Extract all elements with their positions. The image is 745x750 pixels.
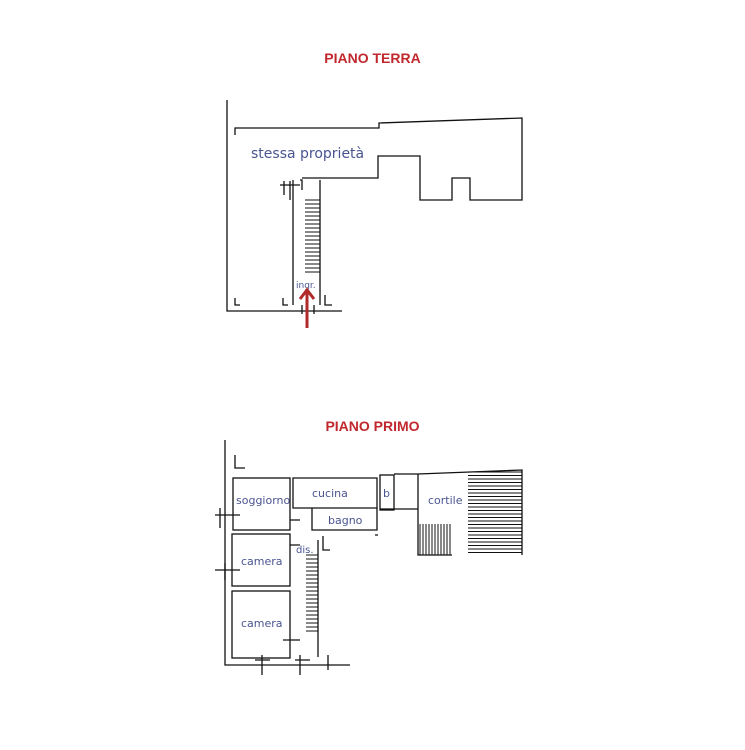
camera-2-label: camera	[241, 617, 283, 630]
courtyard-hatch	[468, 471, 522, 553]
room-camera-1	[231, 533, 291, 587]
ground-floor-stairs	[305, 199, 320, 273]
dis-label: dis.	[296, 545, 314, 556]
b-label: b	[383, 487, 390, 500]
room-camera-2	[231, 590, 291, 659]
entrance-arrow-icon	[298, 287, 316, 328]
camera-1-label: camera	[241, 555, 283, 568]
cortile-label: cortile	[428, 494, 463, 507]
first-floor-plan: soggiorno cucina b bagno cortile dis. ca…	[215, 440, 523, 675]
cucina-label: cucina	[312, 487, 348, 500]
room-cucina	[292, 477, 378, 509]
soggiorno-label: soggiorno	[236, 494, 291, 507]
ground-floor-plan: stessa proprietà ingr.	[226, 100, 523, 328]
same-property-label: stessa proprietà	[251, 146, 364, 162]
entrance-label: ingr.	[296, 281, 316, 291]
bagno-label: bagno	[328, 514, 363, 527]
ground-floor-title: PIANO TERRA	[324, 50, 421, 66]
first-floor-stairs	[306, 554, 318, 632]
room-soggiorno	[232, 477, 291, 531]
first-floor-title: PIANO PRIMO	[325, 418, 420, 434]
courtyard-small-hatch	[419, 524, 451, 555]
